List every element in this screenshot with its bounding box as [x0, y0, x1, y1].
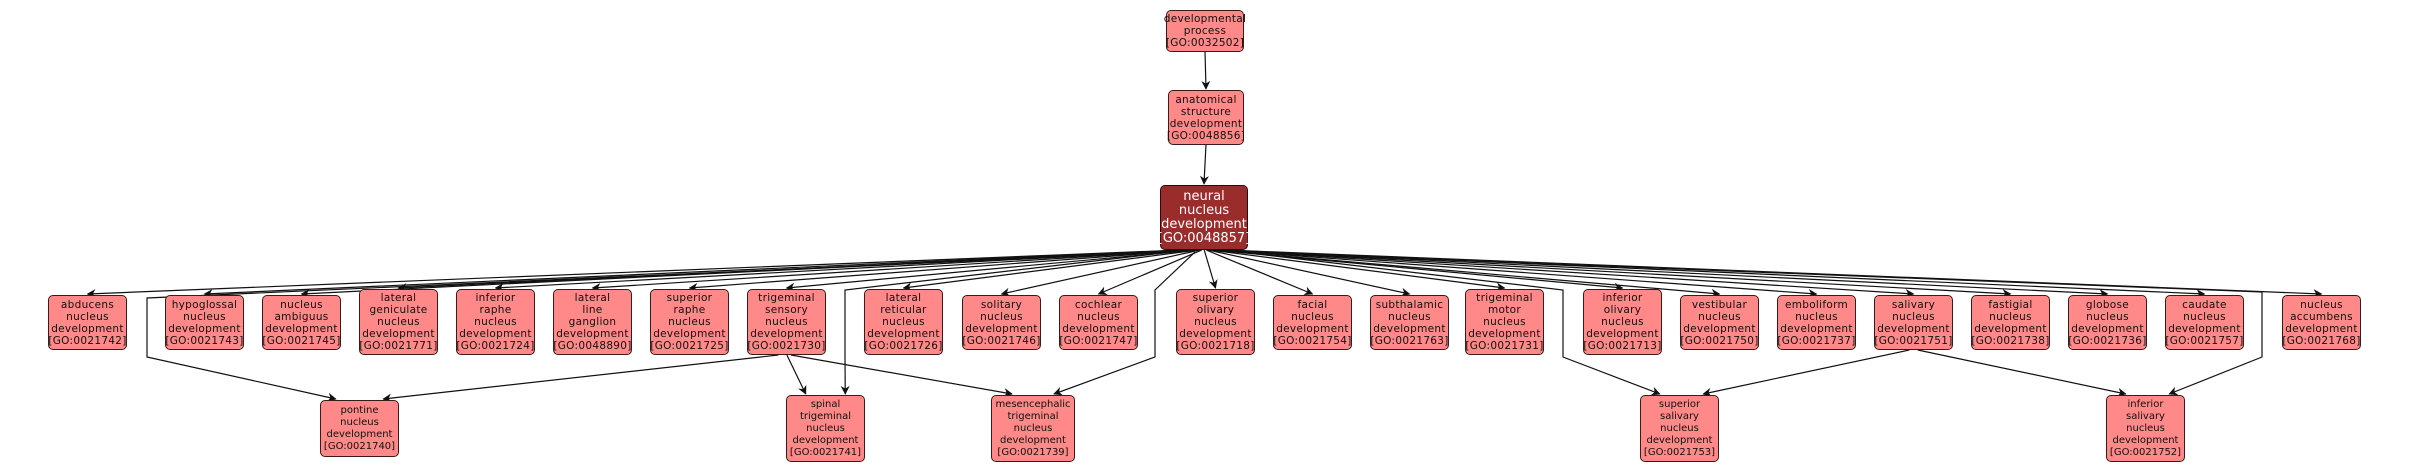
node-go-0021739[interactable]: mesencephalic trigeminal nucleus develop… [991, 395, 1075, 462]
node-go-0021738[interactable]: fastigial nucleus development [GO:002173… [1971, 295, 2050, 350]
edge-go-0048857-to-go-0021730 [785, 249, 1196, 292]
edge-go-0048857-to-go-0021739 [1053, 251, 1196, 396]
node-label: emboliform nucleus development [GO:00217… [1777, 298, 1856, 347]
edge-go-0048857-to-go-0021738 [1220, 249, 2012, 299]
edge-go-0048857-to-go-0021718 [1203, 249, 1218, 289]
edge-go-0021730-to-go-0021739 [790, 354, 1013, 398]
edge-go-0021730-to-go-0021741 [786, 354, 807, 395]
node-label: spinal trigeminal nucleus development [G… [789, 398, 862, 458]
edge-go-0048857-to-go-0021751 [1218, 249, 1915, 298]
edge-go-0048857-to-go-0021753 [1239, 251, 1661, 396]
node-go-0021771[interactable]: lateral geniculate nucleus development [… [359, 289, 438, 355]
edge-go-0048857-to-go-0021763 [1207, 249, 1411, 297]
node-label: nucleus ambiguus development [GO:0021745… [262, 298, 341, 347]
edge-go-0048857-to-go-0021726 [902, 249, 1199, 292]
node-label: subthalamic nucleus development [GO:0021… [1370, 298, 1449, 347]
node-label: hypoglossal nucleus development [GO:0021… [165, 298, 244, 347]
node-go-0021751[interactable]: salivary nucleus development [GO:0021751… [1874, 295, 1953, 350]
node-label: developmental process [GO:0032502] [1163, 13, 1247, 49]
node-go-0021740[interactable]: pontine nucleus development [GO:0021740] [320, 400, 399, 457]
edge-go-0021730-to-go-0021740 [382, 354, 779, 403]
node-label: lateral geniculate nucleus development [… [359, 292, 438, 352]
edge-go-0048857-to-go-0021741 [840, 251, 1173, 395]
node-go-0021713[interactable]: inferior olivary nucleus development [GO… [1583, 289, 1662, 355]
edge-go-0048857-to-go-0021742 [86, 249, 1182, 299]
edge-go-0048857-to-go-0021743 [203, 249, 1185, 299]
node-go-0021754[interactable]: facial nucleus development [GO:0021754] [1273, 295, 1352, 350]
node-go-0021737[interactable]: emboliform nucleus development [GO:00217… [1777, 295, 1856, 350]
edge-go-0048857-to-go-0021746 [1000, 249, 1201, 297]
edge-go-0021751-to-go-0021752 [1917, 349, 2127, 397]
node-label: anatomical structure development [GO:004… [1166, 93, 1246, 142]
node-go-0021768[interactable]: nucleus accumbens development [GO:002176… [2282, 295, 2361, 350]
node-label: salivary nucleus development [GO:0021751… [1874, 298, 1953, 347]
node-label: cochlear nucleus development [GO:0021747… [1059, 298, 1138, 347]
node-label: nucleus accumbens development [GO:002176… [2282, 298, 2361, 347]
edge-go-0048857-to-go-0021747 [1097, 249, 1203, 295]
node-label: superior raphe nucleus development [GO:0… [650, 292, 729, 352]
node-label: pontine nucleus development [GO:0021740] [323, 404, 396, 452]
node-label: inferior olivary nucleus development [GO… [1583, 292, 1662, 352]
node-go-0048857[interactable]: neural nucleus development [GO:0048857] [1157, 185, 1251, 250]
node-go-0021757[interactable]: caudate nucleus development [GO:0021757] [2165, 295, 2244, 350]
edge-go-0048857-to-go-0021737 [1216, 249, 1818, 298]
edge-go-0048856-to-go-0048857 [1199, 144, 1209, 185]
node-go-0021750[interactable]: vestibular nucleus development [GO:00217… [1680, 295, 1759, 350]
node-label: abducens nucleus development [GO:0021742… [48, 298, 127, 347]
node-label: mesencephalic trigeminal nucleus develop… [995, 398, 1071, 458]
node-label: trigeminal sensory nucleus development [… [747, 292, 826, 352]
node-label: inferior raphe nucleus development [GO:0… [456, 292, 535, 352]
node-label: neural nucleus development [GO:0048857] [1157, 188, 1251, 246]
node-label: solitary nucleus development [GO:0021746… [962, 298, 1041, 347]
node-label: facial nucleus development [GO:0021754] [1273, 298, 1352, 347]
node-label: caudate nucleus development [GO:0021757] [2165, 298, 2244, 347]
node-label: vestibular nucleus development [GO:00217… [1680, 298, 1759, 347]
node-go-0021752[interactable]: inferior salivary nucleus development [G… [2106, 395, 2185, 462]
node-label: lateral line ganglion development [GO:00… [553, 292, 632, 352]
node-label: superior salivary nucleus development [G… [1643, 398, 1716, 458]
node-go-0021747[interactable]: cochlear nucleus development [GO:0021747… [1059, 295, 1138, 350]
node-go-0048890[interactable]: lateral line ganglion development [GO:00… [553, 289, 632, 355]
edge-go-0048857-to-go-0021754 [1205, 249, 1314, 296]
node-label: superior olivary nucleus development [GO… [1176, 292, 1255, 352]
node-label: inferior salivary nucleus development [G… [2109, 398, 2182, 458]
node-label: trigeminal motor nucleus development [GO… [1465, 292, 1544, 352]
node-go-0021736[interactable]: globose nucleus development [GO:0021736] [2068, 295, 2147, 350]
node-label: lateral reticular nucleus development [G… [864, 292, 943, 352]
edge-go-0048857-to-go-0048890 [591, 249, 1192, 292]
edge-go-0048857-to-go-0021752 [1245, 251, 2263, 396]
node-label: fastigial nucleus development [GO:002173… [1971, 298, 2050, 347]
node-go-0021725[interactable]: superior raphe nucleus development [GO:0… [650, 289, 729, 355]
node-go-0048856[interactable]: anatomical structure development [GO:004… [1166, 90, 1246, 145]
node-go-0021753[interactable]: superior salivary nucleus development [G… [1640, 395, 1719, 462]
edge-go-0048857-to-go-0021725 [688, 249, 1194, 292]
node-go-0021730[interactable]: trigeminal sensory nucleus development [… [747, 289, 826, 355]
edge-go-0048857-to-go-0021750 [1214, 249, 1721, 298]
node-go-0021763[interactable]: subthalamic nucleus development [GO:0021… [1370, 295, 1449, 350]
node-go-0021741[interactable]: spinal trigeminal nucleus development [G… [786, 395, 865, 462]
node-go-0032502[interactable]: developmental process [GO:0032502] [1163, 10, 1247, 52]
node-go-0021742[interactable]: abducens nucleus development [GO:0021742… [48, 295, 127, 350]
node-go-0021724[interactable]: inferior raphe nucleus development [GO:0… [456, 289, 535, 355]
node-label: globose nucleus development [GO:0021736] [2068, 298, 2147, 347]
node-go-0021743[interactable]: hypoglossal nucleus development [GO:0021… [165, 295, 244, 350]
edge-go-0048857-to-go-0021740 [146, 251, 1171, 402]
node-go-0021726[interactable]: lateral reticular nucleus development [G… [864, 289, 943, 355]
node-go-0021731[interactable]: trigeminal motor nucleus development [GO… [1465, 289, 1544, 355]
edge-go-0032502-to-go-0048856 [1201, 51, 1211, 90]
node-go-0021745[interactable]: nucleus ambiguus development [GO:0021745… [262, 295, 341, 350]
node-go-0021718[interactable]: superior olivary nucleus development [GO… [1176, 289, 1255, 355]
edge-go-0048857-to-go-0021731 [1209, 249, 1506, 292]
edge-go-0021751-to-go-0021753 [1702, 349, 1910, 397]
node-go-0021746[interactable]: solitary nucleus development [GO:0021746… [962, 295, 1041, 350]
